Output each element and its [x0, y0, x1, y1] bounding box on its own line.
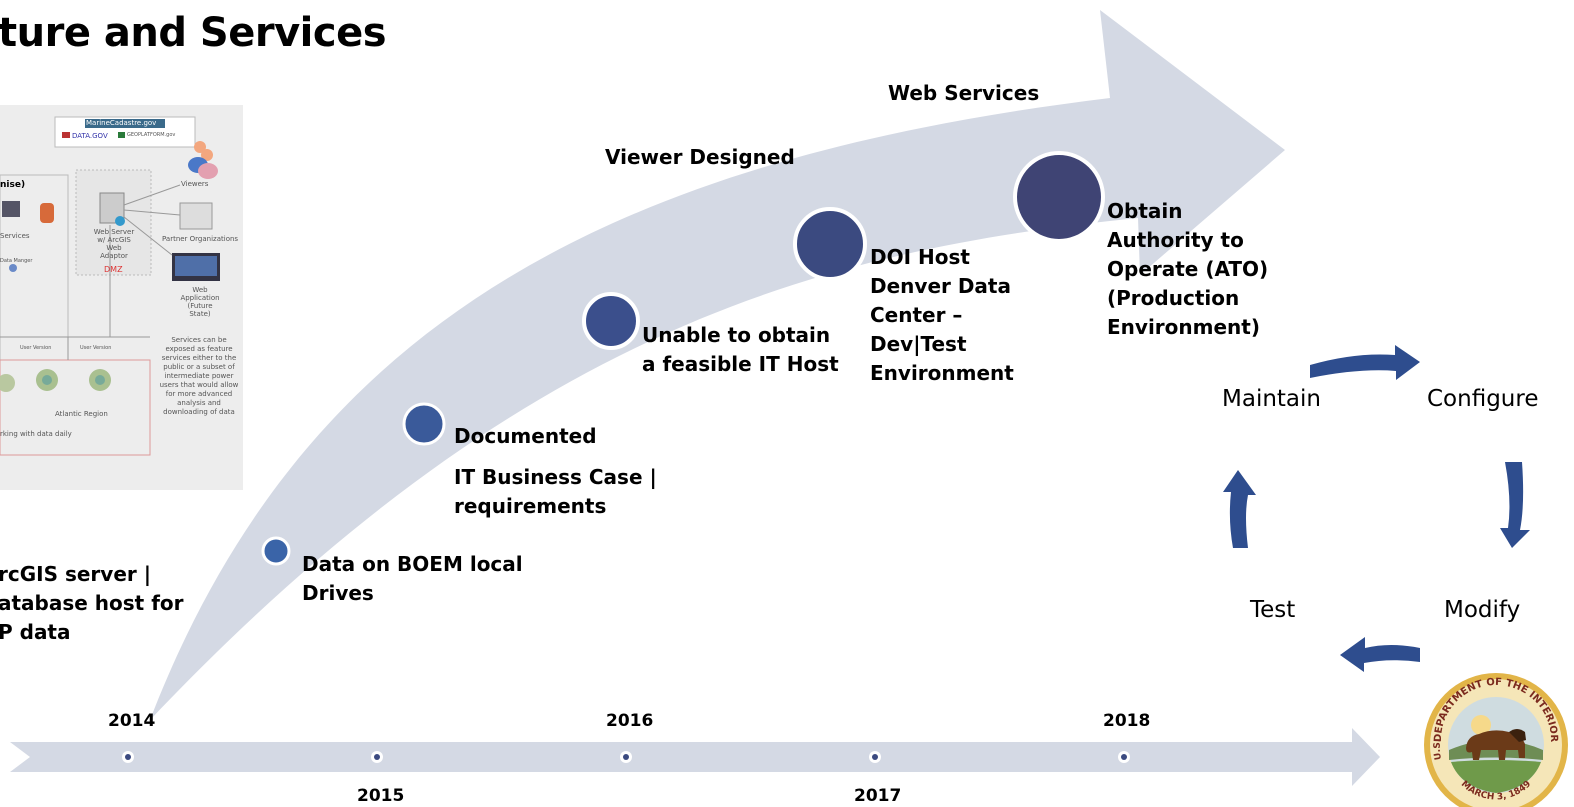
milestone-dot-3	[582, 292, 640, 350]
year-2017: 2017	[854, 786, 902, 806]
timeline-dots	[122, 751, 1130, 763]
thumb-services-label: Services	[0, 232, 30, 240]
viewer-designed-label: Viewer Designed	[605, 145, 795, 169]
year-2018: 2018	[1103, 711, 1151, 731]
thumb-region-label: Atlantic Region	[55, 410, 108, 418]
thumb-webapp-label: Web Application (Future State)	[180, 286, 220, 318]
timeline-arrow	[10, 728, 1380, 786]
milestone-dot-5	[1013, 151, 1105, 243]
milestone-2-sub: IT Business Case |requirements	[454, 465, 657, 518]
cycle-arrow-left	[1223, 470, 1256, 548]
svg-text:U.S.: U.S.	[1433, 738, 1444, 761]
thumb-enterprise-label: nise)	[0, 180, 26, 190]
thumb-note: Services can be exposed as feature servi…	[159, 336, 239, 416]
milestone-dot-2	[402, 402, 446, 446]
cycle-test: Test	[1250, 597, 1296, 623]
year-2016: 2016	[606, 711, 654, 731]
year-2014: 2014	[108, 711, 156, 731]
cycle-arrow-top	[1310, 345, 1420, 380]
cycle-maintain: Maintain	[1222, 386, 1321, 412]
cycle-arrows	[1223, 345, 1530, 672]
thumb-site-label: MarineCadastre.gov	[86, 119, 157, 127]
cycle-modify: Modify	[1444, 597, 1521, 623]
web-services-label: Web Services	[888, 81, 1040, 105]
thumb-dmz-label: DMZ	[104, 265, 123, 274]
thumb-datagov-label: DATA.GOV	[72, 132, 108, 140]
architecture-thumbnail: MarineCadastre.gov DATA.GOV GEOPLATFORM.…	[0, 105, 243, 490]
thumb-datamanager-label: Data Manger	[0, 258, 33, 264]
milestone-dot-4	[793, 207, 867, 281]
thumb-webserver-label: Web Server w/ ArcGIS Web Adaptor	[93, 228, 135, 260]
thumb-user-version-2: User Version	[80, 345, 112, 351]
cycle-arrow-right	[1500, 462, 1530, 548]
thumb-user-version-1: User Version	[20, 345, 52, 351]
doi-seal: DEPARTMENT OF THE INTERIOR MARCH 3, 1849…	[1424, 673, 1568, 807]
thumb-partner-label: Partner Organizations	[162, 235, 239, 243]
seal-left-text: U.S.	[1433, 738, 1444, 761]
year-2015: 2015	[357, 786, 405, 806]
architecture-diagram	[0, 116, 220, 456]
thumb-viewers-label: Viewers	[181, 180, 209, 188]
page-title: ture and Services	[0, 10, 387, 56]
thumb-geoplatform-label: GEOPLATFORM.gov	[127, 132, 176, 138]
milestone-dot-1	[261, 536, 291, 566]
thumb-working-label: rking with data daily	[0, 430, 72, 438]
milestone-2-label: Documented	[454, 424, 597, 448]
cycle-configure: Configure	[1427, 386, 1539, 412]
cycle-arrow-bottom	[1340, 637, 1420, 672]
